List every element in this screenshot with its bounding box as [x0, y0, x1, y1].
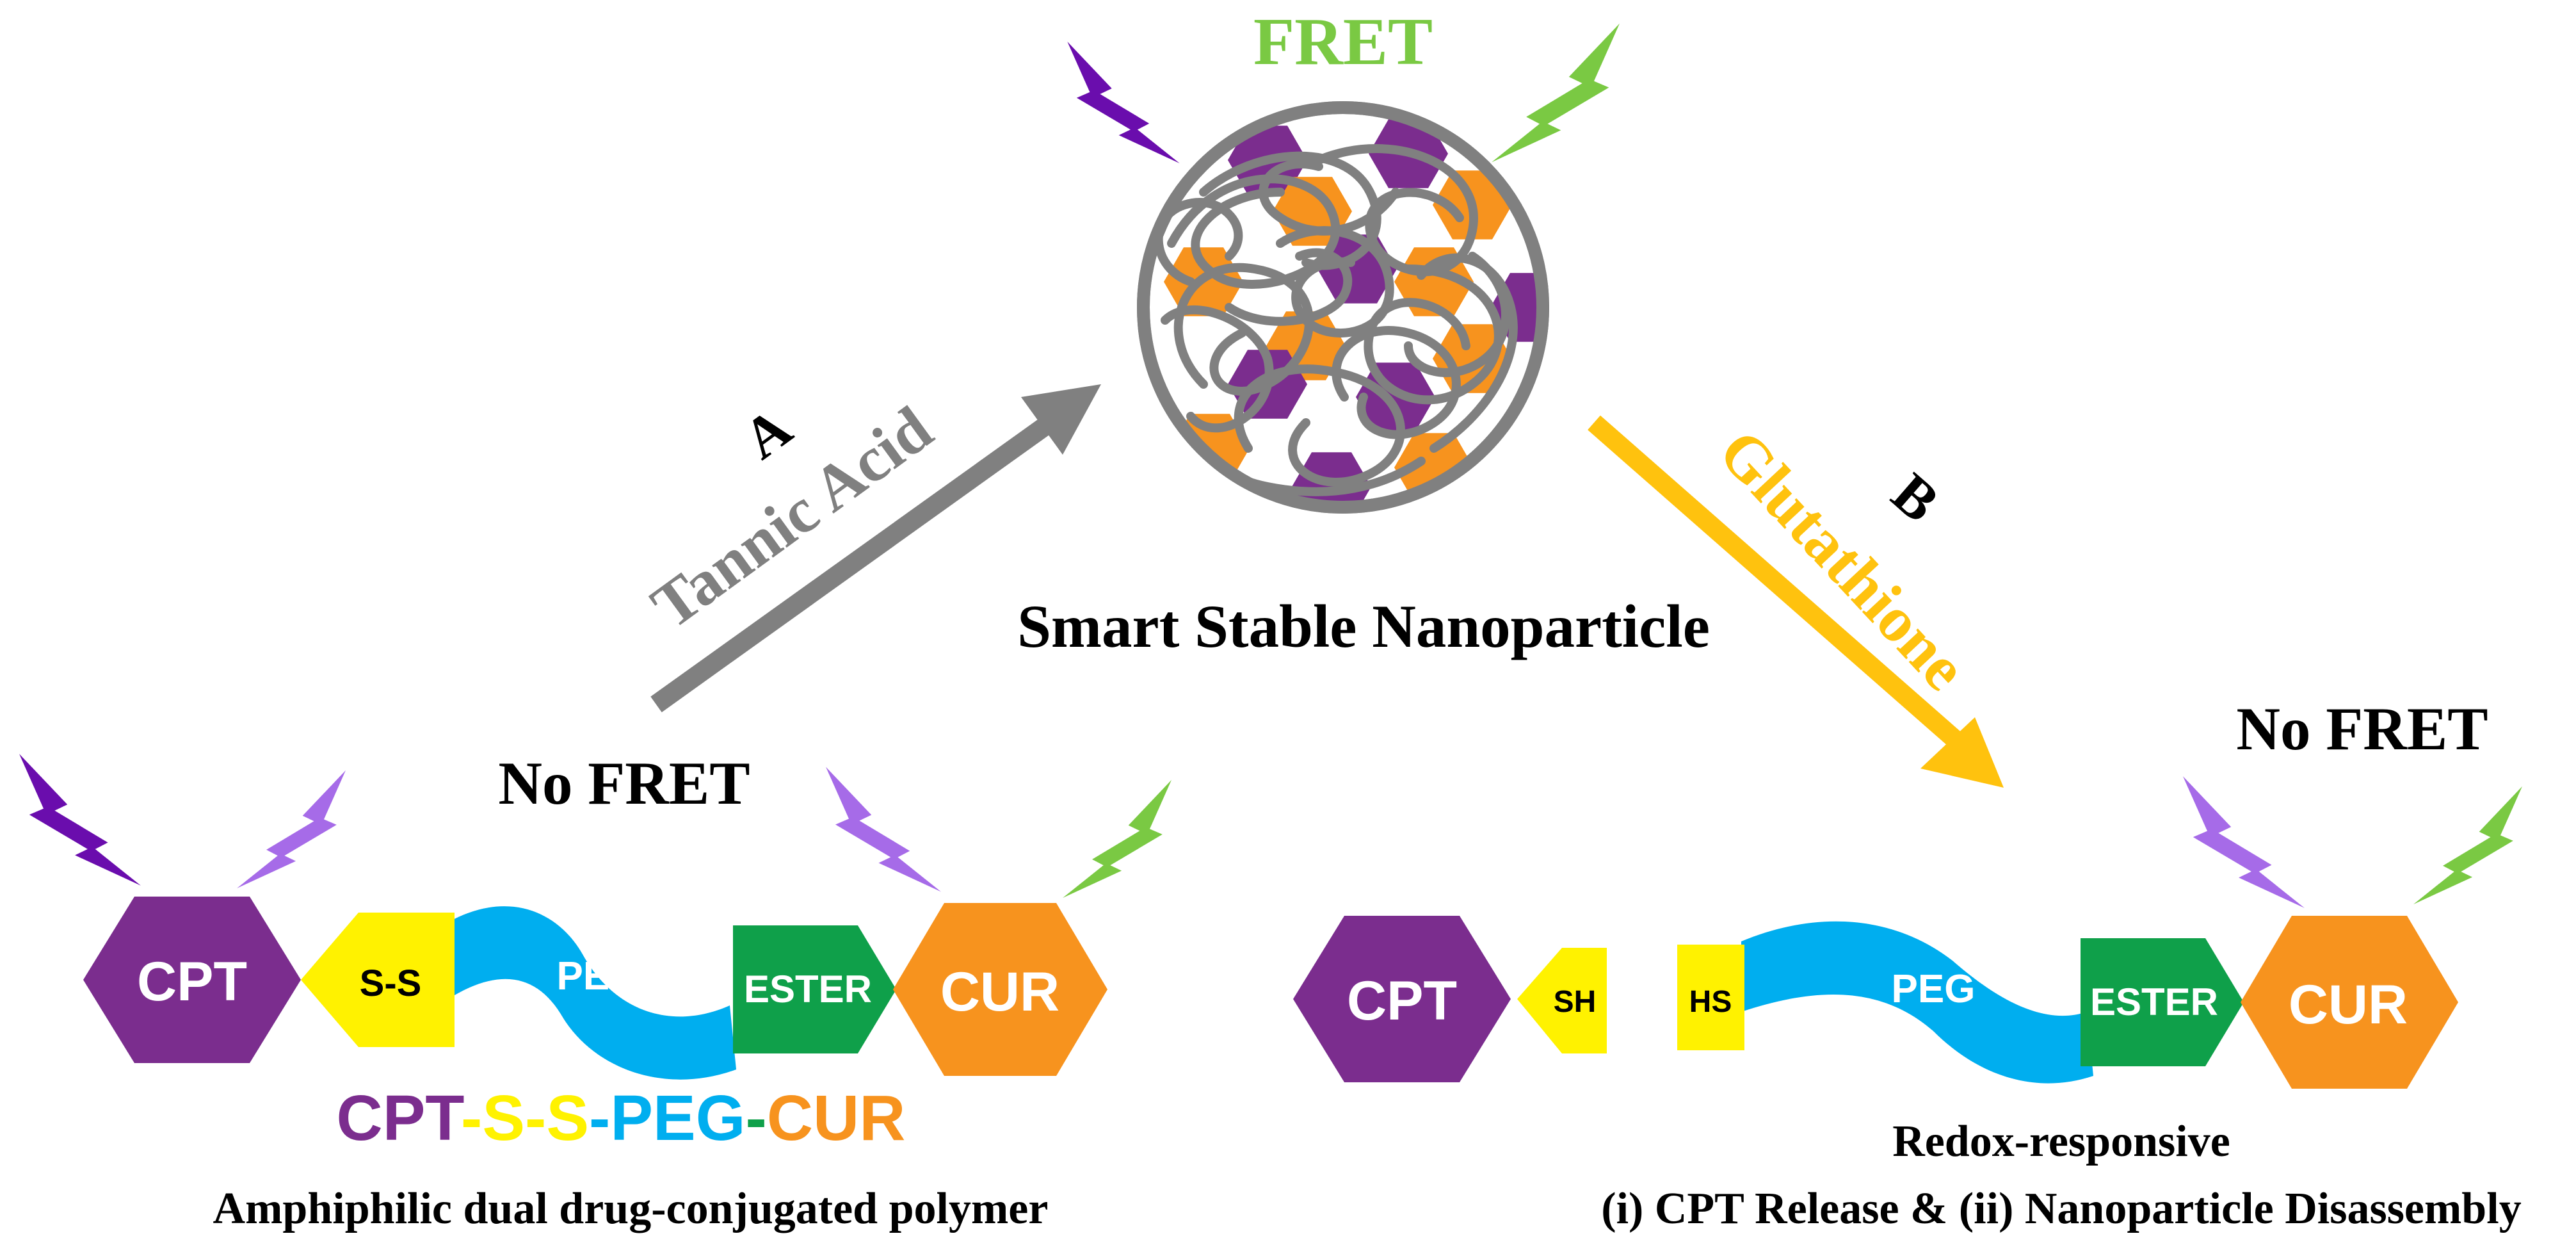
right-cpt-hexagon	[1293, 916, 1511, 1082]
left-cur-excitation-bolt-icon	[826, 767, 941, 892]
right-ester-segment	[2081, 938, 2244, 1066]
formula-dash-3: -	[746, 1082, 767, 1154]
left-peg-segment	[448, 906, 736, 1080]
excitation-bolt-icon	[1067, 42, 1180, 163]
right-hs-label: HS	[1689, 985, 1732, 1019]
no-fret-right: No FRET	[2236, 695, 2488, 763]
caption-right-line2: (i) CPT Release & (ii) Nanoparticle Disa…	[1601, 1184, 2521, 1233]
nanoparticle	[1137, 101, 1549, 514]
left-cur-emission-bolt-icon	[1063, 779, 1171, 898]
left-cpt-hexagon	[83, 897, 301, 1063]
right-cur-hexagon	[2241, 916, 2458, 1089]
right-sh-label: SH	[1554, 985, 1597, 1019]
right-peg-label: PEG	[1892, 967, 1976, 1011]
left-ss-label: S-S	[360, 963, 422, 1004]
left-ester-label: ESTER	[744, 968, 872, 1011]
emission-bolt-icon	[1492, 23, 1620, 163]
left-peg-label: PEG	[557, 954, 641, 998]
left-cur-hexagon	[893, 903, 1107, 1076]
no-fret-left: No FRET	[498, 749, 750, 817]
right-cur-excitation-bolt-icon	[2183, 776, 2305, 908]
formula-cur: CUR	[767, 1082, 906, 1154]
left-polymer-chain: CPT S-S PEG ESTER CUR	[83, 897, 1107, 1080]
left-cpt-label: CPT	[137, 951, 247, 1012]
fret-label: FRET	[1253, 4, 1433, 79]
formula-dash-2: -	[589, 1082, 610, 1154]
right-hs-fragment	[1677, 945, 1744, 1050]
formula-ss: S-S	[482, 1082, 589, 1154]
arrow-a	[650, 384, 1101, 713]
formula: CPT-S-S-PEG-CUR	[337, 1082, 906, 1154]
right-ester-label: ESTER	[2090, 980, 2218, 1023]
left-cpt-excitation-bolt-icon	[19, 754, 141, 886]
right-cur-label: CUR	[2289, 974, 2408, 1036]
right-polymer-chain: CPT SH HS PEG ESTER CUR	[1293, 916, 2458, 1089]
label-b: B	[1880, 461, 1951, 534]
formula-peg: PEG	[610, 1082, 745, 1154]
caption-right-line1: Redox-responsive	[1892, 1117, 2230, 1166]
nanoparticle-label: Smart Stable Nanoparticle	[1017, 592, 1710, 660]
label-a: A	[732, 396, 803, 471]
arrow-b	[1588, 415, 2004, 788]
left-ester-segment	[733, 925, 896, 1053]
right-cpt-label: CPT	[1347, 970, 1457, 1032]
formula-dash-1: -	[461, 1082, 482, 1154]
left-cur-label: CUR	[940, 961, 1059, 1023]
caption-left: Amphiphilic dual drug-conjugated polymer	[213, 1184, 1049, 1233]
right-peg-segment	[1741, 921, 2093, 1084]
formula-cpt: CPT	[337, 1082, 465, 1154]
right-sh-fragment	[1517, 948, 1607, 1053]
left-cpt-emission-bolt-icon	[237, 770, 346, 889]
left-ss-linker	[301, 913, 455, 1047]
right-cur-emission-bolt-icon	[2413, 786, 2522, 905]
